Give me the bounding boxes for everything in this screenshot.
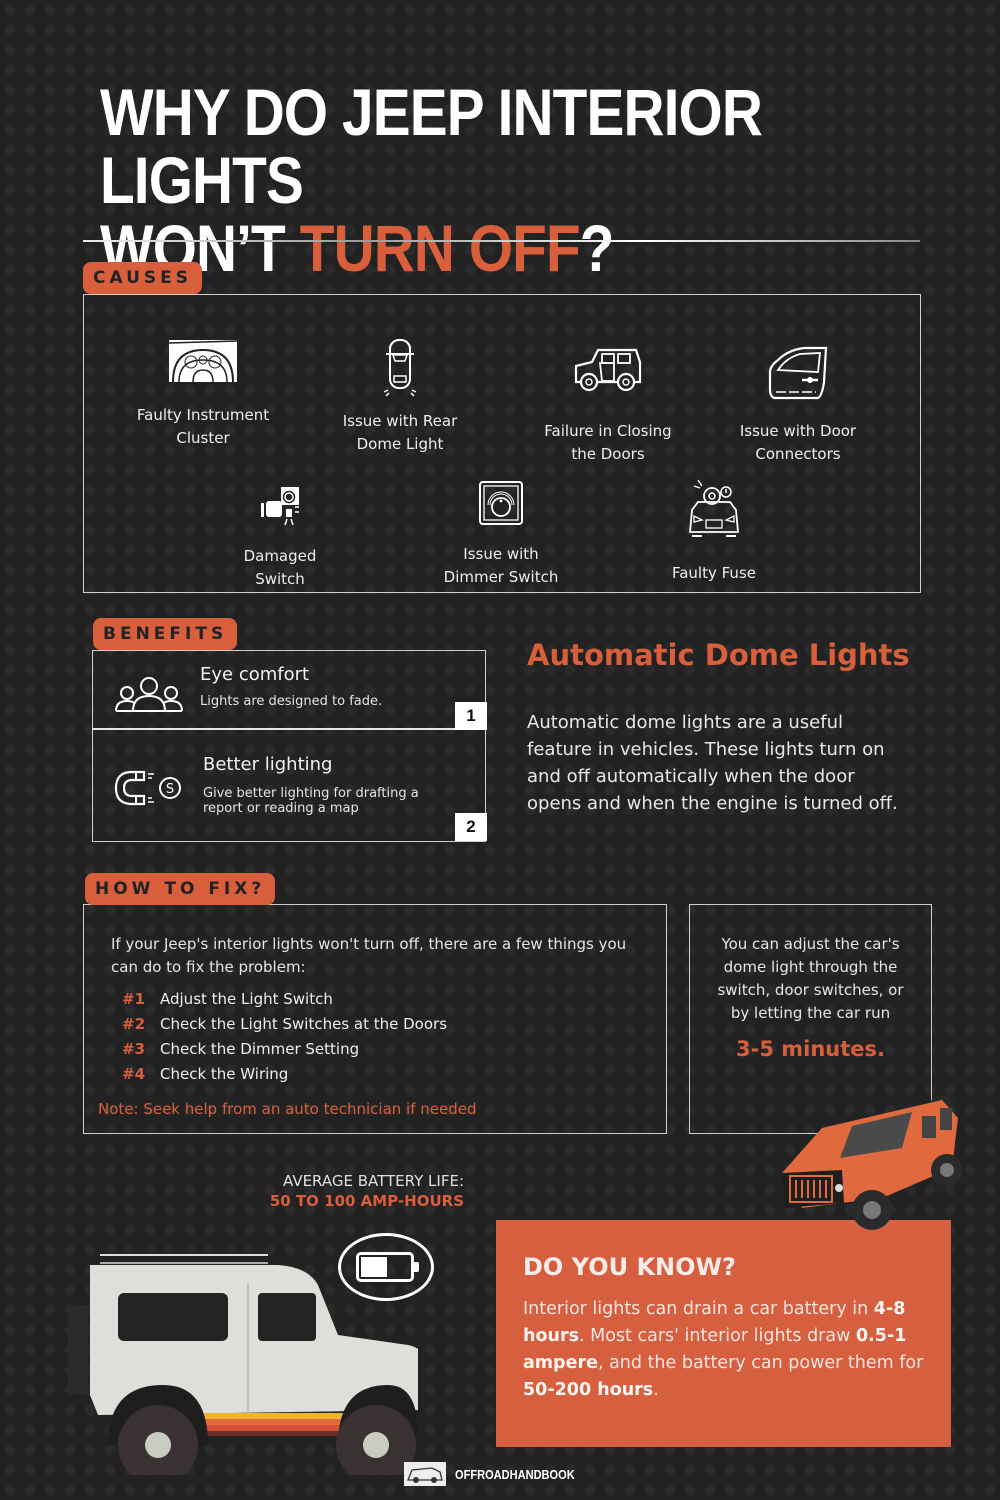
fix-box xyxy=(83,904,667,1134)
benefit-title: Eye comfort xyxy=(200,664,310,685)
hand-switch-icon xyxy=(261,487,299,526)
side-tip-text: You can adjust the car's dome light thro… xyxy=(717,935,904,1022)
cause-item: Damaged Switch xyxy=(190,485,370,591)
causes-tag: CAUSES xyxy=(83,262,203,294)
battery-value: 50 TO 100 AMP-HOURS xyxy=(269,1192,464,1210)
page-title: WHY DO JEEP INTERIOR LIGHTS WON’T TURN O… xyxy=(100,78,840,282)
battery-label: AVERAGE BATTERY LIFE: xyxy=(283,1172,464,1190)
car-gear-warning-icon xyxy=(689,479,739,537)
side-tip-accent: 3-5 minutes. xyxy=(736,1037,885,1061)
people-group-icon xyxy=(115,677,183,712)
benefit-desc: Lights are designed to fade. xyxy=(200,694,383,709)
instrument-cluster-icon xyxy=(169,340,237,382)
title-line-1: WHY DO JEEP INTERIOR LIGHTS xyxy=(100,75,763,217)
cause-item: Issue with Dimmer Switch xyxy=(411,481,591,589)
car-door-icon xyxy=(768,346,828,400)
jeep-door-open-icon xyxy=(574,348,642,392)
fix-note: Note: Seek help from an auto technician … xyxy=(98,1100,477,1118)
car-top-view-icon xyxy=(383,339,417,397)
do-you-know-title: DO YOU KNOW? xyxy=(523,1253,736,1281)
cause-item: Failure in Closing the Doors xyxy=(518,348,698,466)
causes-box xyxy=(83,294,921,593)
battery-half-icon xyxy=(356,1252,419,1282)
cause-item: Issue with Door Connectors xyxy=(708,346,888,466)
brand-logo xyxy=(404,1462,446,1486)
svg-text:S: S xyxy=(166,782,174,797)
side-tip-box xyxy=(689,904,932,1134)
battery-bubble xyxy=(338,1233,434,1301)
automatic-body: Automatic dome lights are a useful featu… xyxy=(527,712,898,814)
fix-intro: If your Jeep's interior lights won't tur… xyxy=(111,935,627,976)
automatic-heading: Automatic Dome Lights xyxy=(527,638,910,672)
offroad-truck-icon xyxy=(407,1467,443,1483)
benefit-title: Better lighting xyxy=(203,754,333,775)
dimmer-knob-icon xyxy=(479,481,523,525)
orange-jeep-illustration xyxy=(782,1096,962,1230)
benefit-divider xyxy=(92,728,486,730)
cause-item: Faulty Fuse xyxy=(624,476,804,585)
benefit-number: 2 xyxy=(455,813,487,841)
benefit-number: 1 xyxy=(455,702,487,730)
do-you-know-box xyxy=(496,1220,951,1447)
benefit-card-2 xyxy=(92,730,486,842)
magnet-coin-icon: S xyxy=(114,770,181,806)
cause-item: Issue with Rear Dome Light xyxy=(310,338,490,456)
cause-item: Faulty Instrument Cluster xyxy=(113,340,293,450)
do-you-know-body: Interior lights can drain a car battery … xyxy=(523,1299,924,1400)
brand-name: OFFROADHANDBOOK xyxy=(455,1467,575,1482)
benefit-desc: Give better lighting for drafting a repo… xyxy=(203,786,419,816)
title-line-2: WON’T TURN OFF? xyxy=(100,211,614,285)
title-accent: TURN OFF xyxy=(299,211,581,285)
white-suv-illustration xyxy=(68,1254,418,1475)
benefits-tag: BENEFITS xyxy=(93,618,238,650)
how-to-fix-tag: HOW TO FIX? xyxy=(85,873,276,905)
title-divider xyxy=(83,240,920,242)
